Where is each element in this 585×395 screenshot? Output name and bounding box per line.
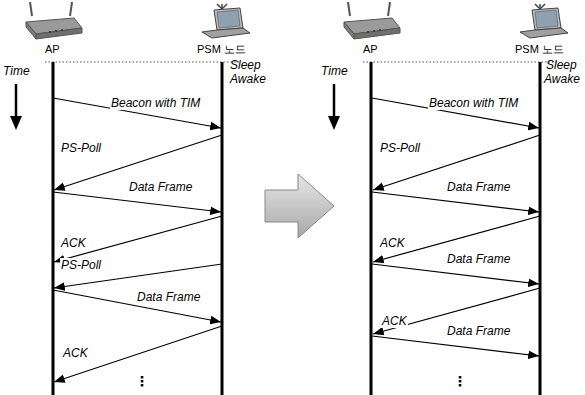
message-label: Data Frame — [136, 290, 201, 304]
message-label: Data Frame — [446, 324, 511, 338]
continuation-mark: ⋮ — [452, 374, 468, 388]
message-label: Data Frame — [446, 252, 511, 266]
message-label: Data Frame — [446, 180, 511, 194]
message-label: PS-Poll — [60, 141, 102, 155]
axis-label: Time — [2, 64, 31, 78]
device-name: PSM 노드 — [196, 42, 247, 56]
axis-label: Time — [320, 64, 349, 78]
device-name: PSM 노드 — [514, 42, 565, 56]
device-name: AP — [44, 42, 61, 56]
state-label: Sleep — [545, 58, 578, 72]
message-label: Beacon with TIM — [428, 96, 519, 110]
state-label: Awake — [543, 72, 581, 86]
message-label: ACK — [381, 314, 408, 328]
state-label: Sleep — [229, 58, 262, 72]
device-name: AP — [362, 42, 379, 56]
continuation-mark: ⋮ — [134, 374, 150, 388]
state-label: Awake — [229, 72, 267, 86]
message-label: PS-Poll — [379, 141, 421, 155]
message-label: ACK — [62, 346, 89, 360]
message-label: ACK — [379, 236, 406, 250]
message-label: PS-Poll — [60, 258, 102, 272]
message-label: Data Frame — [128, 180, 193, 194]
message-label: Beacon with TIM — [110, 96, 201, 110]
message-label: ACK — [60, 236, 87, 250]
